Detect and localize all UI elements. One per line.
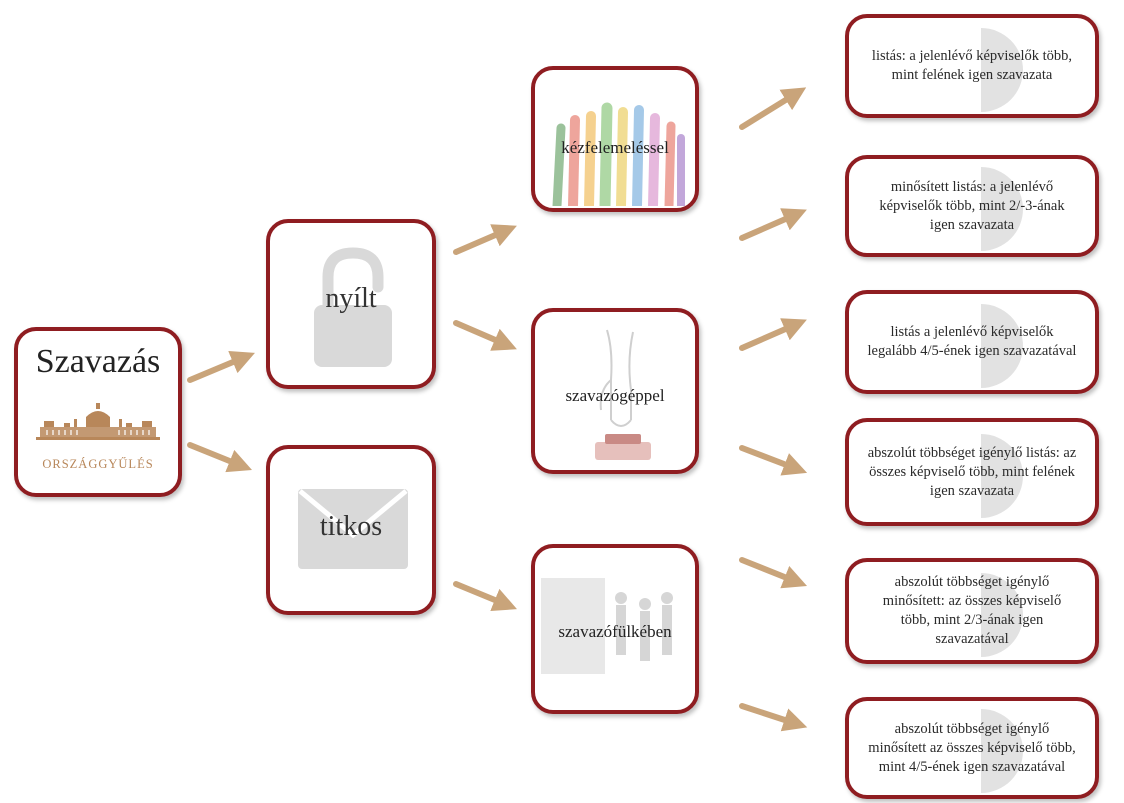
- parliament-building-icon: [36, 403, 160, 440]
- arrow-hand-to-result-1: [739, 87, 807, 130]
- result-box-5: abszolút többséget igénylő minősített: a…: [845, 558, 1099, 664]
- result-text-4: abszolút többséget igénylő listás: az ös…: [867, 444, 1077, 499]
- arrow-open-to-machine: [453, 320, 517, 351]
- voting-machine-label: szavazógéppel: [565, 386, 665, 405]
- arrow-root-to-open: [187, 351, 255, 383]
- voting-booth-box: szavazófülkében: [531, 544, 699, 714]
- watermark-circle-icon: [981, 167, 1023, 251]
- open-padlock-icon: [314, 247, 392, 367]
- arrow-open-to-hand: [453, 224, 517, 255]
- arrow-root-to-secret: [187, 442, 253, 473]
- watermark-circle-icon: [981, 28, 1023, 112]
- button-press-icon: [595, 329, 651, 460]
- result-text-6: abszolút többséget igénylő minősített az…: [868, 720, 1076, 775]
- watermark-circle-icon: [981, 709, 1023, 793]
- arrow-machine-to-result-3: [739, 318, 807, 351]
- arrow-hand-to-result-2: [739, 208, 807, 241]
- result-box-4: abszolút többséget igénylő listás: az ös…: [845, 418, 1099, 526]
- voting-booth-label: szavazófülkében: [558, 622, 672, 641]
- arrow-booth-to-result-5: [739, 557, 808, 589]
- open-vote-label: nyílt: [325, 283, 377, 314]
- secret-vote-box: titkos: [266, 445, 436, 615]
- hand-raising-label: kézfelemeléssel: [561, 138, 669, 157]
- secret-vote-label: titkos: [319, 511, 383, 542]
- result-box-2: minősített listás: a jelenlévő képviselő…: [845, 155, 1099, 257]
- voting-booth-icon: [541, 578, 673, 674]
- result-text-3: listás a jelenlévő képviselők legalább 4…: [867, 324, 1077, 359]
- result-box-3: listás a jelenlévő képviselők legalább 4…: [845, 290, 1099, 394]
- arrow-secret-to-booth: [453, 581, 517, 612]
- watermark-circle-icon: [981, 434, 1023, 518]
- result-text-2: minősített listás: a jelenlévő képviselő…: [879, 178, 1065, 233]
- watermark-circle-icon: [981, 573, 1023, 657]
- arrow-machine-to-result-4: [739, 445, 808, 476]
- arrow-booth-to-result-6: [739, 703, 808, 732]
- parliament-logo-text: ORSZÁGGYŰLÉS: [42, 457, 154, 471]
- voting-machine-box: szavazógéppel: [531, 308, 699, 474]
- result-box-6: abszolút többséget igénylő minősített az…: [845, 697, 1099, 799]
- open-vote-box: nyílt: [266, 219, 436, 389]
- result-text-5: abszolút többséget igénylő minősített: a…: [882, 574, 1062, 647]
- result-text-1: listás: a jelenlévő képviselők több, min…: [871, 48, 1073, 83]
- root-box: Szavazás ORSZÁGGYŰLÉS: [14, 327, 182, 497]
- envelope-icon: [298, 489, 408, 569]
- hand-raising-box: kézfelemeléssel: [531, 66, 699, 212]
- result-box-1: listás: a jelenlévő képviselők több, min…: [845, 14, 1099, 118]
- watermark-circle-icon: [981, 304, 1023, 388]
- root-title: Szavazás: [35, 343, 161, 380]
- raised-hands-icon: [552, 102, 685, 206]
